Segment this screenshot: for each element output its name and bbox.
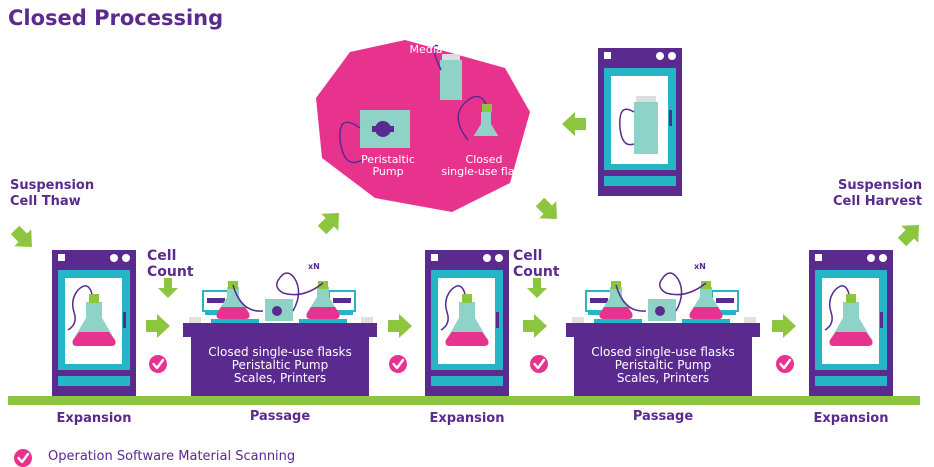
bench-equipment-label: Closed single-use flasks Peristaltic Pum… [191,346,369,385]
bench-line-1: Closed single-use flasks [208,345,352,359]
legend-label: Operation Software Material Scanning [48,449,296,464]
cell-count-line-1: Cell [147,248,177,264]
incubator-1 [51,249,137,403]
stage-label-passage: Passage [632,409,694,424]
cell-count-line-2: Count [513,264,560,280]
media-label-line-1: Warm [410,19,442,32]
media-label-line-2: Culture [405,31,447,44]
pump-label-line-2: Pump [372,165,404,178]
page-title: Closed Processing [8,6,224,30]
thaw-label-line-2: Cell Thaw [10,194,81,209]
multiplier-label: xN [844,347,858,357]
flow-arrow-3 [523,314,547,338]
pump-label-line-1: Peristaltic [361,153,415,166]
multiplier-label: xN [308,262,320,271]
cell-count-line-2: Count [147,264,194,280]
flow-arrow-to-hub [313,204,348,239]
media-label: Warm Culture Media [396,20,456,56]
pump-label: Peristaltic Pump [348,154,428,178]
flow-arrow-hub-out [531,193,566,228]
cell-count-line-1: Cell [513,248,543,264]
bench-line-2: Peristaltic Pump [614,358,712,372]
culture-media-hub [316,40,530,212]
bench-line-1: Closed single-use flasks [591,345,735,359]
flow-arrow-harvest [893,216,928,251]
flow-arrow-2 [388,314,412,338]
thaw-label: Suspension Cell Thaw [10,178,94,210]
incubator-2 [424,249,510,403]
media-label-line-3: Media [409,43,443,56]
stage-label-expansion: Expansion [56,411,132,426]
bench-line-3: Scales, Printers [616,371,710,385]
flow-arrow-into-hub [562,112,586,136]
multiplier-label: xN [87,347,101,357]
multiplier-label: xN [694,262,706,271]
cell-count-label-1: Cell Count [147,248,194,280]
flask-label-line-2: single-use flask [441,165,527,178]
harvest-label: Suspension Cell Harvest [833,178,922,210]
flow-arrow-thaw [6,221,41,256]
bench-2 [565,272,761,406]
check-badge-icon [12,447,34,467]
cell-count-label-2: Cell Count [513,248,560,280]
flow-arrow-1 [146,314,170,338]
flask-label: Closed single-use flask [428,154,540,178]
stage-label-expansion: Expansion [813,411,889,426]
cell-count-arrow-1 [158,278,178,298]
check-badge-icon [528,353,550,375]
bench-1 [182,272,378,406]
bench-line-2: Peristaltic Pump [231,358,329,372]
check-badge-icon [147,353,169,375]
incubator-3 [808,249,894,403]
flow-arrow-4 [772,314,796,338]
bench-equipment-label: Closed single-use flasks Peristaltic Pum… [574,346,752,385]
flask-label-line-1: Closed [465,153,503,166]
multiplier-label: xN [460,347,474,357]
check-badge-icon [387,353,409,375]
thaw-label-line-1: Suspension [10,178,95,193]
floor-line [8,396,920,405]
harvest-label-line-2: Cell Harvest [833,194,923,209]
bench-line-3: Scales, Printers [233,371,327,385]
stage-label-passage: Passage [249,409,311,424]
cell-count-arrow-2 [527,278,547,298]
stage-label-expansion: Expansion [429,411,505,426]
check-badge-icon [774,353,796,375]
harvest-label-line-1: Suspension [837,178,923,193]
